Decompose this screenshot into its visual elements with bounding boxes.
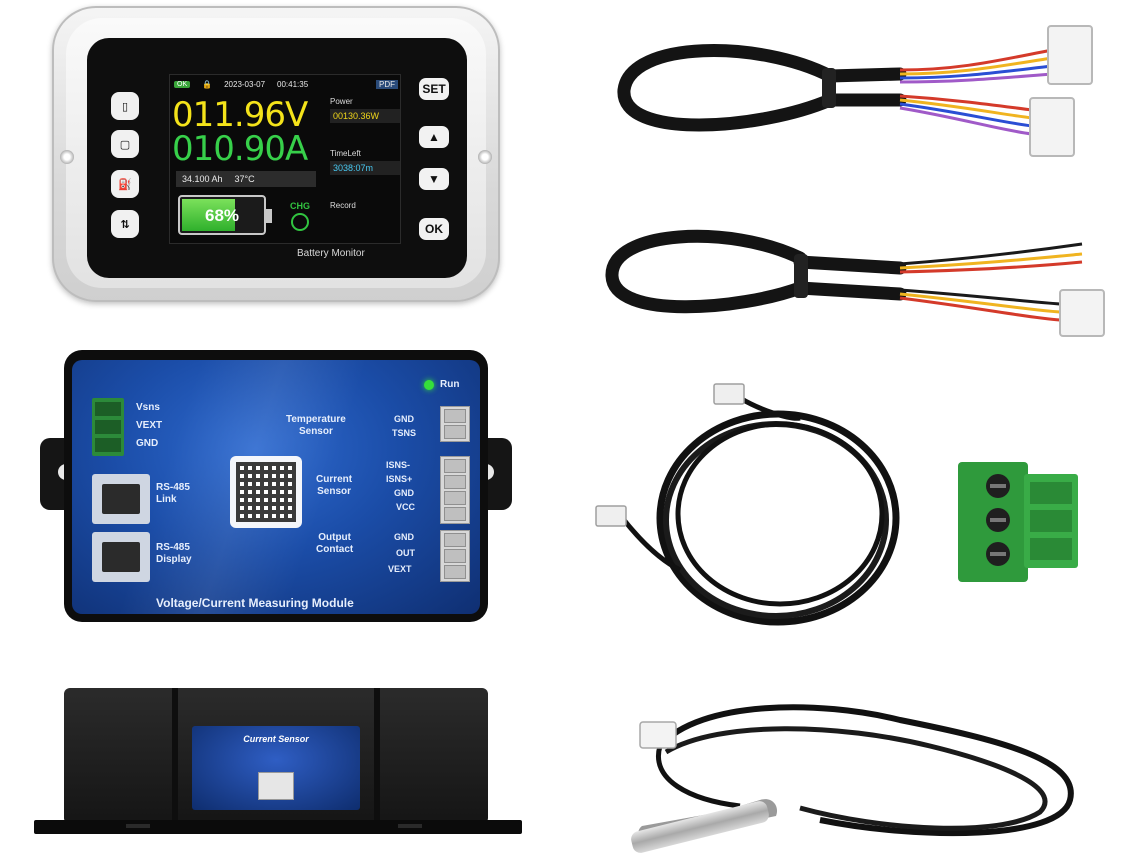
temperature-sensor-label: Temperature Sensor	[286, 414, 346, 437]
record-panel: Record	[330, 201, 400, 210]
battery-cap	[266, 209, 272, 223]
record-label: Record	[330, 201, 356, 210]
output-contact-label: Output Contact	[316, 532, 354, 555]
pin-output-gnd: GND	[394, 532, 414, 542]
pin-vsns: Vsns	[136, 402, 160, 413]
device-icon: ▢	[111, 130, 139, 158]
rj-port-display	[92, 532, 150, 582]
screw-icon	[60, 150, 74, 164]
pin-out: OUT	[396, 548, 415, 558]
pin-header-temp	[440, 406, 470, 442]
current-sensor-housing: Current Sensor	[64, 688, 488, 824]
pin-gnd: GND	[136, 438, 159, 449]
measuring-module: Run Vsns VEXT GND RS-485 Link RS-485 Dis…	[64, 350, 488, 622]
pin-header-current	[440, 456, 470, 524]
sensor-title: Current Sensor	[243, 734, 309, 744]
power-label: Power	[330, 97, 353, 106]
pin-isns-plus: ISNS+	[386, 474, 413, 484]
lock-icon: 🔒	[202, 79, 213, 89]
down-button[interactable]: ▼	[419, 168, 449, 190]
rj-port-link	[92, 474, 150, 524]
temperature-text: 37°C	[234, 174, 255, 184]
pin-vext: VEXT	[136, 420, 163, 431]
capacity-text: 34.100 Ah	[182, 174, 223, 184]
pdf-label: PDF	[376, 79, 398, 89]
pin-vcc: VCC	[396, 502, 416, 512]
chg-label: CHG	[290, 201, 310, 211]
run-led-icon	[424, 380, 434, 390]
screw-icon	[478, 150, 492, 164]
time-left-label: TimeLeft	[330, 149, 361, 158]
fuel-icon: ⛽	[111, 170, 139, 198]
sensor-cable	[605, 229, 1105, 337]
battery-monitor: ▯ ▢ ⛽ ⇅ OK 🔒 2023-03-07 00:41:35 PDF 011…	[52, 6, 500, 302]
battery-gauge: 68%	[178, 195, 272, 235]
sensor-connector	[258, 772, 294, 800]
ok-button[interactable]: OK	[419, 218, 449, 240]
battery-percent: 68%	[204, 206, 240, 225]
battery-icon: ▯	[111, 92, 139, 120]
status-badge: OK	[174, 80, 191, 88]
pin-tsns: TSNS	[392, 428, 417, 438]
current-sensor-label: Current Sensor	[316, 474, 353, 497]
info-row: 34.100 Ah 37°C	[176, 171, 316, 187]
charging-indicator: CHG	[290, 201, 310, 231]
battery-fill	[182, 199, 236, 231]
power-icon	[291, 213, 309, 231]
rs485-link-label: RS-485 Link	[156, 482, 190, 505]
housing-rib	[172, 688, 178, 824]
run-label: Run	[440, 379, 460, 390]
screw-terminal	[92, 398, 124, 456]
current-readout: 010.90A	[172, 129, 308, 169]
lcd-screen: OK 🔒 2023-03-07 00:41:35 PDF 011.96V 010…	[169, 74, 401, 244]
display-cable	[617, 25, 1093, 157]
monitor-face: ▯ ▢ ⛽ ⇅ OK 🔒 2023-03-07 00:41:35 PDF 011…	[87, 38, 467, 278]
status-bar: OK 🔒 2023-03-07 00:41:35 PDF	[170, 75, 402, 93]
brand-label: Battery Monitor	[297, 248, 365, 259]
set-button[interactable]: SET	[419, 78, 449, 100]
swap-icon: ⇅	[111, 210, 139, 238]
sensor-window: Current Sensor	[192, 726, 360, 810]
power-panel: Power 00130.36W	[330, 97, 400, 123]
module-title: Voltage/Current Measuring Module	[156, 596, 354, 610]
date-text: 2023-03-07	[224, 79, 266, 89]
housing-rib	[374, 688, 380, 824]
green-terminal-connector	[958, 462, 1078, 582]
time-left-panel: TimeLeft 3038:07m	[330, 149, 400, 175]
qr-code	[230, 456, 302, 528]
rs485-cable	[595, 383, 900, 626]
module-face: Run Vsns VEXT GND RS-485 Link RS-485 Dis…	[72, 360, 480, 614]
pin-isns-minus: ISNS-	[386, 460, 411, 470]
temperature-probe-cable	[631, 704, 1074, 853]
pin-current-gnd: GND	[394, 488, 414, 498]
pin-temp-gnd: GND	[394, 414, 414, 424]
time-left-value: 3038:07m	[330, 161, 400, 175]
rs485-display-label: RS-485 Display	[156, 542, 192, 565]
sensor-base-plate	[34, 820, 522, 834]
up-button[interactable]: ▲	[419, 126, 449, 148]
power-value: 00130.36W	[330, 109, 400, 123]
time-text: 00:41:35	[277, 79, 309, 89]
pin-header-output	[440, 530, 470, 582]
pin-output-vext: VEXT	[388, 564, 412, 574]
voltage-readout: 011.96V	[172, 95, 308, 135]
